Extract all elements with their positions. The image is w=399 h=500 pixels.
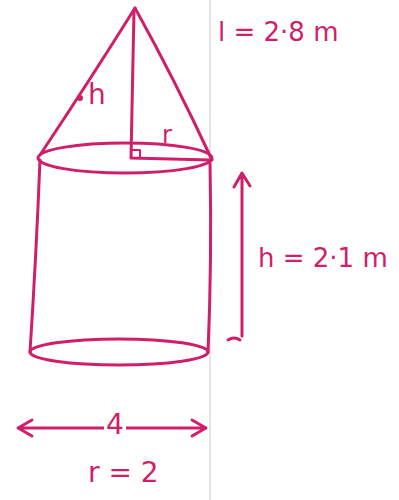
radius-symbol: r (160, 122, 174, 148)
height-symbol: h (86, 80, 108, 111)
height-tick (228, 338, 240, 340)
cylinder-right-side (208, 162, 211, 352)
diameter-label: 4 (104, 410, 126, 441)
cone-left-side (40, 8, 135, 155)
cone-right-side (135, 8, 212, 160)
top-ellipse (38, 143, 212, 173)
slant-height-label: l = 2·8 m (216, 18, 340, 47)
height-arrow (234, 173, 250, 336)
cylinder-left-side (30, 160, 40, 352)
radius-value: r = 2 (86, 458, 161, 489)
bottom-ellipse (30, 339, 208, 365)
dot (79, 97, 82, 100)
right-angle-mark (131, 150, 140, 158)
height-radius-lines (131, 10, 210, 160)
height-dimension: h = 2·1 m (256, 244, 390, 273)
